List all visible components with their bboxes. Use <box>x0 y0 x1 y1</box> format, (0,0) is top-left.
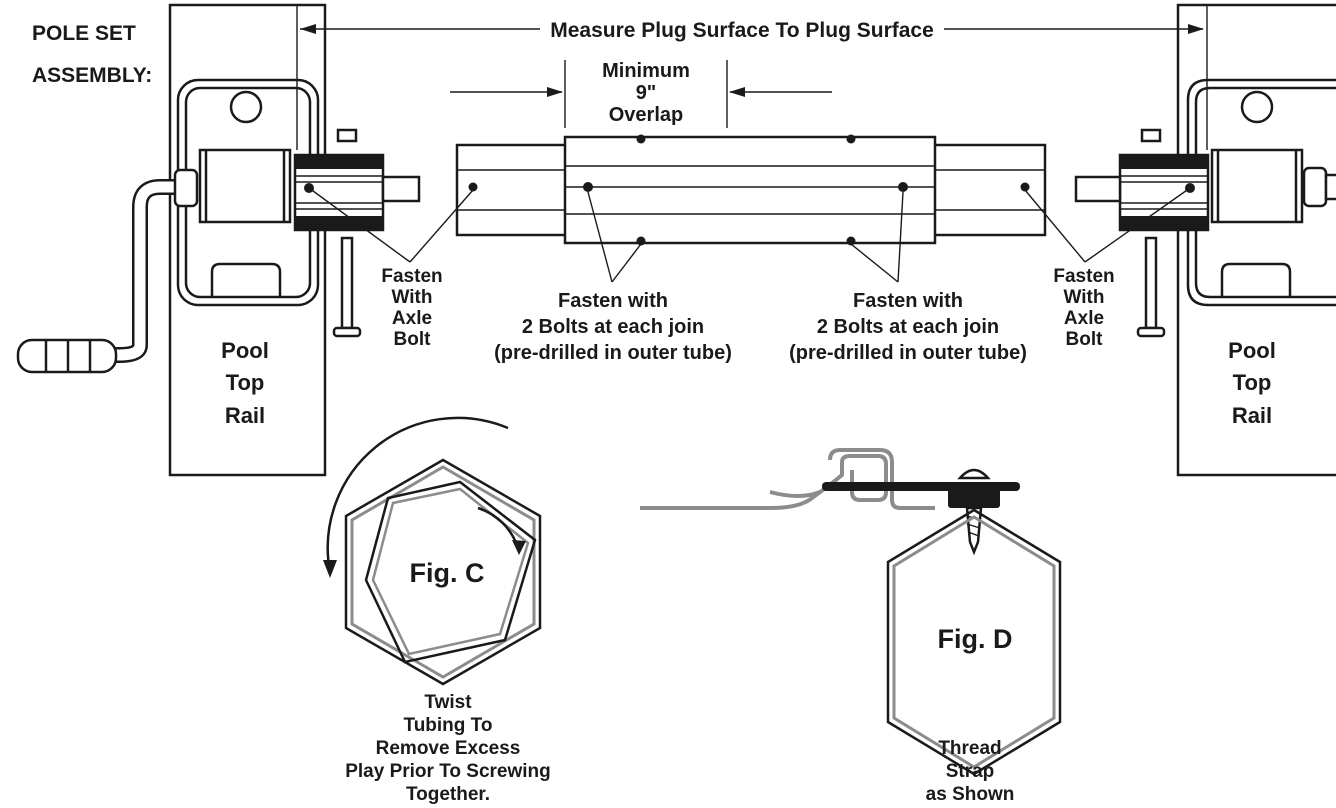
fig-d-washer <box>948 488 1000 508</box>
fasten-axle-left-2: With <box>392 287 433 308</box>
fasten-bolts-right-3: (pre-drilled in outer tube) <box>789 342 1027 364</box>
overlap-dimension: Minimum 9" Overlap <box>450 60 832 128</box>
outer-tube <box>563 135 937 245</box>
left-mounting-bracket <box>176 78 320 307</box>
fasten-bolts-right-1: Fasten with <box>853 290 963 312</box>
fig-c-caption-2: Tubing To <box>404 715 493 736</box>
overlap-label-3: Overlap <box>609 104 683 126</box>
measure-dimension: Measure Plug Surface To Plug Surface <box>296 5 1208 150</box>
left-rail-label-3: Rail <box>225 403 265 428</box>
fig-c-caption-1: Twist <box>424 692 472 713</box>
fasten-axle-left-4: Bolt <box>394 329 432 350</box>
fasten-axle-right-3: Axle <box>1064 308 1104 329</box>
measure-label: Measure Plug Surface To Plug Surface <box>550 19 934 42</box>
fasten-bolts-left-3: (pre-drilled in outer tube) <box>494 342 732 364</box>
left-bolt-nut <box>336 128 358 143</box>
right-rail-label-2: Top <box>1233 370 1272 395</box>
fig-c: Fig. C Twist Tubing To Remove Excess Pla… <box>323 416 551 805</box>
fig-d-caption-3: as Shown <box>926 784 1015 805</box>
left-rail-label-2: Top <box>226 370 265 395</box>
fig-d-screw-head <box>957 468 991 480</box>
fasten-axle-left-callout: Fasten With Axle Bolt <box>308 187 474 350</box>
right-mounting-bracket <box>1186 78 1336 307</box>
fig-d-screw <box>965 506 983 556</box>
fig-d-title: Fig. D <box>938 624 1013 654</box>
left-spool <box>198 148 292 224</box>
right-end-plug <box>1074 153 1210 232</box>
overlap-label-1: Minimum <box>602 60 690 82</box>
right-plug-shaft <box>1074 175 1122 203</box>
heading-line-1: POLE SET <box>32 22 136 45</box>
fasten-axle-right-1: Fasten <box>1053 266 1114 287</box>
fig-d-caption-1: Thread <box>938 738 1001 759</box>
fasten-axle-left-1: Fasten <box>381 266 442 287</box>
left-bracket-hole <box>229 90 263 124</box>
fasten-bolts-right-2: 2 Bolts at each join <box>817 316 999 338</box>
heading-line-2: ASSEMBLY: <box>32 64 152 87</box>
left-rail-label-1: Pool <box>221 338 269 363</box>
fasten-axle-left-3: Axle <box>392 308 432 329</box>
fig-c-caption-3: Remove Excess <box>376 738 521 759</box>
fasten-axle-right-callout: Fasten With Axle Bolt <box>1024 187 1191 350</box>
left-axle-bolt <box>332 128 362 338</box>
crank-hub <box>173 168 199 208</box>
fasten-axle-right-4: Bolt <box>1066 329 1104 350</box>
right-bracket-hole <box>1240 90 1274 124</box>
telescoping-pole <box>455 134 1047 246</box>
fig-d: Fig. D Thread Strap as Shown <box>640 448 1062 805</box>
right-rail-label-1: Pool <box>1228 338 1276 363</box>
fasten-bolts-left-callout: Fasten with 2 Bolts at each join (pre-dr… <box>494 191 732 364</box>
left-bracket-slot <box>210 262 282 298</box>
left-end-plug <box>293 153 421 232</box>
fig-c-caption-5: Together. <box>406 784 490 805</box>
fasten-bolts-right-callout: Fasten with 2 Bolts at each join (pre-dr… <box>789 191 1027 364</box>
fig-c-title: Fig. C <box>410 558 485 588</box>
left-crank-handle <box>16 168 199 374</box>
right-axle-bolt <box>1136 128 1166 338</box>
fasten-axle-right-2: With <box>1064 287 1105 308</box>
assembly-heading: POLE SET ASSEMBLY: <box>32 22 152 87</box>
fasten-bolts-left-2: 2 Bolts at each join <box>522 316 704 338</box>
fasten-bolts-left-1: Fasten with <box>558 290 668 312</box>
right-spool <box>1210 148 1304 224</box>
right-rail-label-3: Rail <box>1232 403 1272 428</box>
fig-c-caption-4: Play Prior To Screwing <box>345 761 551 782</box>
overlap-label-2: 9" <box>636 82 657 104</box>
fig-d-caption-2: Strap <box>946 761 995 782</box>
left-plug-shaft <box>381 175 421 203</box>
